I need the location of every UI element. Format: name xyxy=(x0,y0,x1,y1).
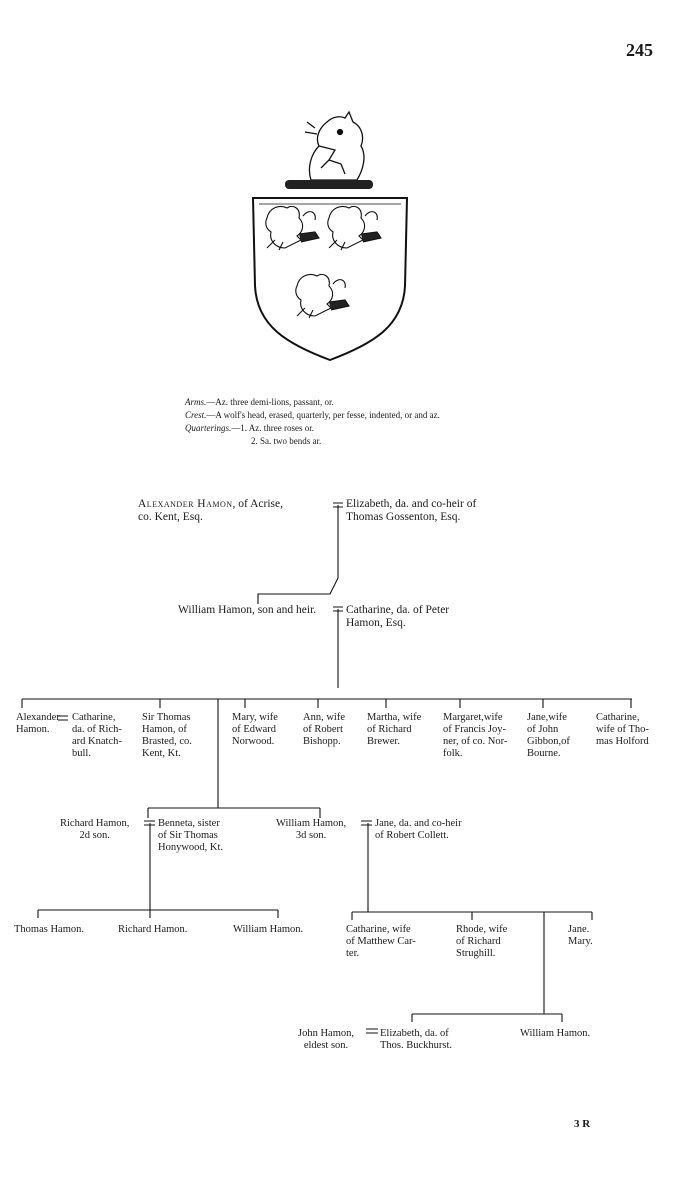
quarterings-label: Quarterings. xyxy=(185,423,232,433)
gen4-william: William Hamon, 3d son. xyxy=(276,818,347,841)
quarterings-second: 2. Sa. two bends ar. xyxy=(251,436,322,446)
demi-lion xyxy=(327,205,382,251)
gen3-ann: Ann, wife of Robert Bishopp. xyxy=(303,712,345,747)
arms-label: Arms. xyxy=(185,397,207,407)
crest-wolf-head xyxy=(304,110,365,181)
gen3-martha: Martha, wife of Richard Brewer. xyxy=(367,712,422,747)
gen3-margaret: Margaret,wife of Francis Joy- ner, of co… xyxy=(443,712,508,759)
gen2-wife: Catharine, da. of Peter Hamon, Esq. xyxy=(346,604,450,629)
page-number: 245 xyxy=(626,40,653,60)
demi-lion xyxy=(295,273,350,319)
coat-of-arms xyxy=(251,110,409,362)
gen2-husband: William Hamon, son and heir. xyxy=(178,604,317,616)
gen5-richard: Richard Hamon. xyxy=(118,924,188,935)
gen1-wife: Elizabeth, da. and co-heir of Thomas Gos… xyxy=(346,498,477,523)
gen1-husband-details: , of Acrise, co. Kent, Esq. xyxy=(138,498,284,523)
gen6-john: John Hamon, eldest son. xyxy=(298,1028,354,1051)
arms-text: —Az. three demi-lions, passant, or. xyxy=(206,397,334,407)
gen5-jane-mary: Jane. Mary. xyxy=(568,924,593,947)
gen6-john-wife: Elizabeth, da. of Thos. Buckhurst. xyxy=(380,1028,453,1051)
gen3-alexander-wife: Catharine, da. of Rich- ard Knatch- bull… xyxy=(72,712,122,759)
gen6-william: William Hamon. xyxy=(520,1028,591,1039)
demi-lion xyxy=(265,205,320,251)
gen4-richard-wife: Benneta, sister of Sir Thomas Honywood, … xyxy=(158,818,224,853)
gen3-sir-thomas: Sir Thomas Hamon, of Brasted, co. Kent, … xyxy=(142,712,192,759)
gen5-catharine: Catharine, wife of Matthew Car- ter. xyxy=(346,924,416,959)
gen1-husband-name: Alexander Hamon xyxy=(138,498,233,510)
quarterings-first: —1. Az. three roses or. xyxy=(231,423,314,433)
gen3-catharine: Catharine, wife of Tho- mas Holford xyxy=(596,712,649,747)
crest-label: Crest. xyxy=(185,410,207,420)
gen3-jane: Jane,wife of John Gibbon,of Bourne. xyxy=(527,712,570,759)
gen4-william-wife: Jane, da. and co-heir of Robert Collett. xyxy=(375,818,462,841)
crest-text: —A wolf's head, erased, quarterly, per f… xyxy=(206,410,440,420)
gen4-richard: Richard Hamon, 2d son. xyxy=(60,818,130,841)
gen5-william: William Hamon. xyxy=(233,924,304,935)
gen3-alexander: Alexander Hamon. xyxy=(16,712,60,735)
crest-wreath xyxy=(285,180,373,189)
gen5-thomas: Thomas Hamon. xyxy=(14,924,84,935)
alexander-hamon-acrise: Alexander Hamon, of Acrise, co. Kent, Es… xyxy=(138,498,283,523)
arms-description: Arms.—Az. three demi-lions, passant, or.… xyxy=(185,396,440,448)
signature-mark: 3 R xyxy=(574,1118,591,1130)
gen3-mary: Mary, wife of Edward Norwood. xyxy=(232,712,278,747)
gen5-rhode: Rhode, wife of Richard Strughill. xyxy=(456,924,508,959)
